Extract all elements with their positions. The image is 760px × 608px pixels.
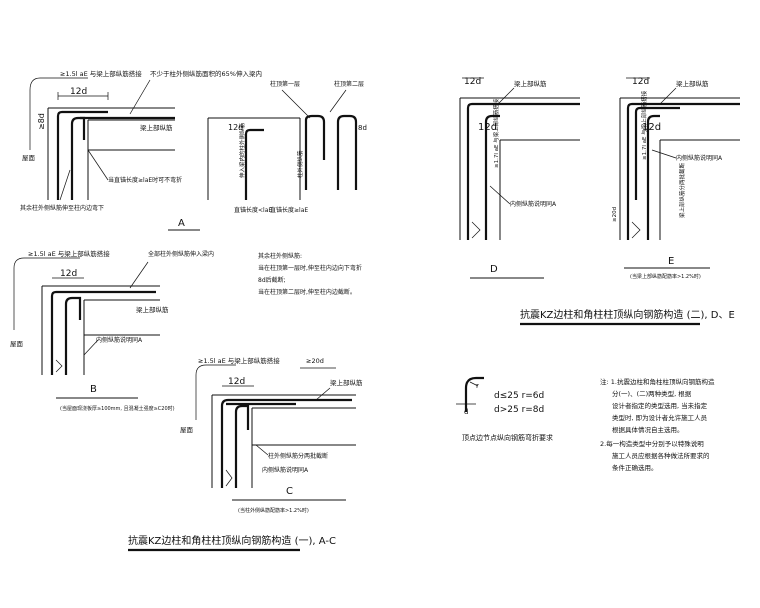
diagram-c-outer: 柱外侧纵筋分两批截断 <box>268 452 328 460</box>
svg-text:注: 1.抗震边柱和角柱柱顶纵向钢筋构造: 注: 1.抗震边柱和角柱柱顶纵向钢筋构造 <box>600 377 715 386</box>
diagram-e-beam-bar: 梁上部纵筋 <box>676 79 709 88</box>
diagram-a-callout-leader <box>29 77 88 150</box>
diagram-a-anchor: 当直锚长度≥laE时可不弯折 <box>108 176 182 184</box>
diagram-a-sub-label-1: 柱顶第一层 <box>270 80 300 88</box>
svg-text:设计者指定的类型选用, 当未指定: 设计者指定的类型选用, 当未指定 <box>612 401 708 410</box>
diagram-a-letter: A <box>178 218 185 229</box>
bend-detail: r d d≤25 r=6d d>25 r=8d 顶点边节点纵向钢筋弯折要求 <box>456 376 553 442</box>
diagram-a-sub-bottom-right: 直锚长度≥laE <box>270 206 308 214</box>
diagram-d: 12d 梁上部纵筋 12d ≥1.7l aE 与梁上部纵筋搭接 内侧纵筋说明同A… <box>459 77 580 279</box>
diagram-a-sub-right-v: 柱外侧纵筋 <box>296 150 304 178</box>
diagram-e-vertical-3: 梁上部纵筋分两批截断 <box>678 162 686 218</box>
diagram-a-sub-8d: 8d <box>358 124 367 132</box>
bend-rule-1: d≤25 r=6d <box>494 391 544 401</box>
diagram-a-sub-12d: 12d <box>228 123 243 132</box>
svg-text:当在柱顶第二层时,伸至柱内边截断。: 当在柱顶第二层时,伸至柱内边截断。 <box>258 288 356 296</box>
bend-detail-bar <box>464 376 484 412</box>
bend-detail-r: r <box>476 382 479 390</box>
svg-text:根据具体情况自主选用。: 根据具体情况自主选用。 <box>612 425 684 434</box>
diagram-d-dim-12d-inner: 12d <box>478 122 497 133</box>
diagram-c-callout-top: ≥1.5l aE 与梁上部纵筋搭接 <box>198 356 280 365</box>
diagram-d-vertical: ≥1.7l aE 与梁上部纵筋搭接 <box>492 98 500 168</box>
diagram-b-beam-bar: 梁上部纵筋 <box>136 305 169 314</box>
diagram-a-column-bar <box>56 110 108 200</box>
diagram-b-callout-top: ≥1.5l aE 与梁上部纵筋搭接 <box>28 249 110 258</box>
diagram-c-dim-12d: 12d <box>228 377 245 387</box>
diagram-a-dim-12d: 12d <box>70 87 87 97</box>
diagram-e-letter: E <box>668 256 674 267</box>
diagram-e-dim-12d-top: 12d <box>632 77 649 87</box>
diagram-b-slab: 屋面 <box>10 340 24 348</box>
diagram-b-inner: 内侧纵筋说明同A <box>96 336 143 344</box>
diagram-a-beam-bar: 梁上部纵筋 <box>140 123 173 132</box>
diagram-e-dim-12d-inner: 12d <box>642 122 661 133</box>
notes-mid: 其余柱外侧纵筋: 当在柱顶第一层时,伸至柱内边向下弯折 8d后截断; 当在柱顶第… <box>258 252 362 296</box>
diagram-a-sub-left-v: 伸入梁内的柱外侧纵筋 <box>238 122 246 178</box>
diagram-a-sub-bottom-left: 直锚长度<laE <box>234 206 272 214</box>
diagram-a-outer: 其余柱外侧纵筋伸至柱内边弯下 <box>20 204 104 212</box>
diagram-d-beam-bar: 梁上部纵筋 <box>514 79 547 88</box>
diagram-b-callout-right: 全部柱外侧纵筋伸入梁内 <box>148 250 214 258</box>
diagram-c-note: (当柱外侧纵筋配筋率>1.2%时) <box>238 507 309 514</box>
svg-text:2.每一构造类型中分别予以特殊说明: 2.每一构造类型中分别予以特殊说明 <box>600 439 704 448</box>
diagram-b-letter: B <box>90 384 97 395</box>
svg-text:施工人员应根据各种做法所要求的: 施工人员应根据各种做法所要求的 <box>612 451 710 460</box>
diagram-e-note: (当梁上部纵筋配筋率>1.2%时) <box>630 273 701 280</box>
diagram-d-letter: D <box>490 264 498 275</box>
diagram-a-slab: 屋面 <box>22 154 36 162</box>
diagram-e-vertical-1: ≥1.7l aE 与梁上部纵筋搭接 <box>640 90 648 160</box>
title-1: 抗震KZ边柱和角柱柱顶纵向钢筋构造 (一), A-C <box>128 534 336 547</box>
diagram-b-note: (当屋面现浇板厚≥100mm, 且混凝土强度≥C20时) <box>60 405 175 412</box>
diagram-a-dim-8d: ≥8d <box>37 113 46 130</box>
diagram-a: ≥1.5l aE 与梁上部纵筋搭接 不少于柱外侧纵筋面积的65%伸入梁内 12d… <box>20 69 367 231</box>
diagram-c: ≥1.5l aE 与梁上部纵筋搭接 ≥20d 12d 梁上部纵筋 屋面 柱外侧纵… <box>180 356 363 514</box>
diagram-d-inner: 内侧纵筋说明同A <box>510 200 557 208</box>
svg-text:类型时, 即为设计者允许施工人员: 类型时, 即为设计者允许施工人员 <box>612 413 708 422</box>
diagram-a-sub-label-2: 柱顶第二层 <box>334 80 364 88</box>
diagram-e-vertical-2: ≥20d <box>612 207 618 222</box>
title-2: 抗震KZ边柱和角柱柱顶纵向钢筋构造 (二), D、E <box>520 308 735 321</box>
diagram-c-slab: 屋面 <box>180 426 194 434</box>
diagram-c-callout-right: ≥20d <box>306 357 324 365</box>
svg-text:分(一)、(二)两种类型, 根据: 分(一)、(二)两种类型, 根据 <box>612 389 692 398</box>
diagram-d-dim-12d-top: 12d <box>464 77 481 87</box>
diagram-e: 12d 梁上部纵筋 12d ≥1.7l aE 与梁上部纵筋搭接 ≥20d 梁上部… <box>612 77 740 280</box>
diagram-c-letter: C <box>286 486 293 497</box>
diagram-b: ≥1.5l aE 与梁上部纵筋搭接 全部柱外侧纵筋伸入梁内 12d 梁上部纵筋 … <box>10 249 214 412</box>
bend-detail-d: d <box>464 408 468 416</box>
diagram-e-inner: 内侧纵筋说明同A <box>676 154 723 162</box>
svg-text:当在柱顶第一层时,伸至柱内边向下弯折: 当在柱顶第一层时,伸至柱内边向下弯折 <box>258 264 362 272</box>
diagram-a-callout-right: 不少于柱外侧纵筋面积的65%伸入梁内 <box>150 69 262 78</box>
diagram-c-beam-bar: 梁上部纵筋 <box>330 378 363 387</box>
diagram-a-callout-top: ≥1.5l aE 与梁上部纵筋搭接 <box>60 69 142 78</box>
bend-rule-2: d>25 r=8d <box>494 405 544 415</box>
notes-right: 注: 1.抗震边柱和角柱柱顶纵向钢筋构造 分(一)、(二)两种类型, 根据 设计… <box>600 377 715 472</box>
bend-detail-caption: 顶点边节点纵向钢筋弯折要求 <box>462 433 553 442</box>
diagram-c-inner: 内侧纵筋说明同A <box>262 466 309 474</box>
diagram-b-dim-12d: 12d <box>60 269 77 279</box>
svg-text:条件正确选用。: 条件正确选用。 <box>612 463 658 472</box>
svg-text:8d后截断;: 8d后截断; <box>258 276 286 284</box>
svg-text:其余柱外侧纵筋:: 其余柱外侧纵筋: <box>258 252 302 260</box>
